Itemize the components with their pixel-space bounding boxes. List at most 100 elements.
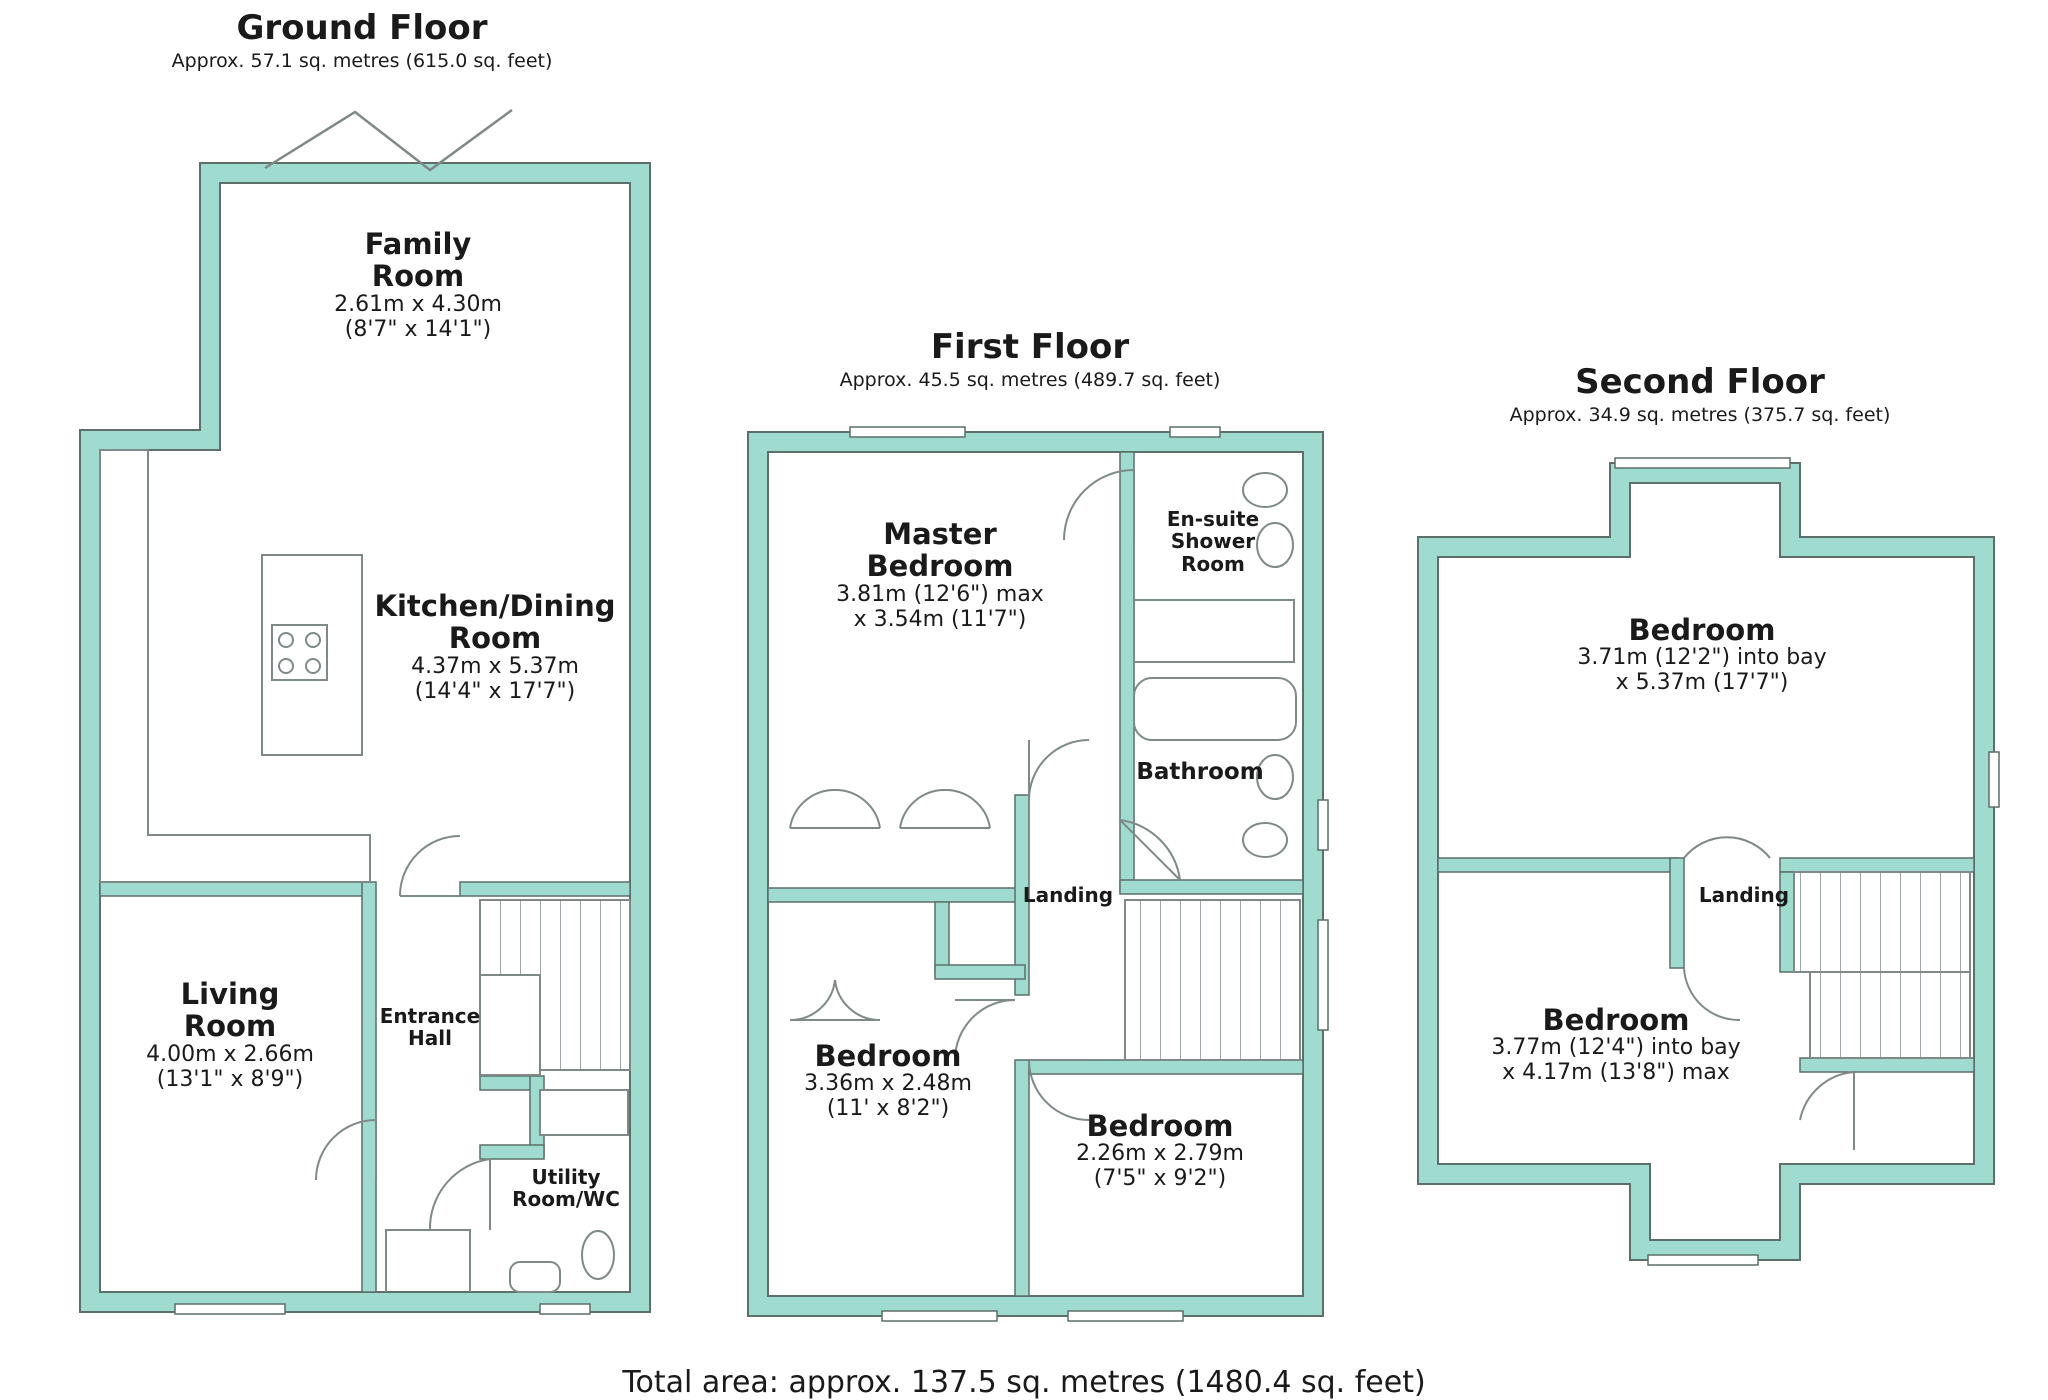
room-dimensions: 3.81m (12'6") max — [836, 581, 1044, 607]
ff-wc-icon — [1242, 472, 1288, 508]
ff-basin-icon — [1256, 522, 1294, 568]
second-floor-area: Approx. 34.9 sq. metres (375.7 sq. feet) — [1509, 404, 1891, 426]
bathroom-basin-icon — [1256, 754, 1294, 800]
room-dimensions: (13'1" x 8'9") — [156, 1066, 304, 1092]
sf-wall-landing — [1669, 857, 1685, 969]
room-name: Hall — [408, 1026, 452, 1051]
room-label-master-bedroom: Master Bedroom 3.81m (12'6") max x 3.54m… — [760, 518, 1120, 632]
ff-door-bedroom-2 — [1028, 1059, 1090, 1121]
room-name: Family — [364, 227, 472, 261]
room-name: Room — [448, 621, 542, 656]
room-label-entrance-hall: Entrance Hall — [250, 1005, 610, 1050]
hob-icon — [271, 624, 328, 681]
ff-wall-bath-landing — [1119, 879, 1304, 895]
gf-door-living-hall — [315, 1119, 377, 1181]
ff-door-bathroom — [1119, 819, 1181, 881]
ff-window-bedroom-2 — [1067, 1310, 1184, 1322]
bathroom-wc-icon — [1242, 822, 1288, 858]
first-floor-plan — [747, 426, 1329, 1322]
room-name: Bedroom — [814, 1039, 962, 1073]
ff-staircase — [1124, 899, 1301, 1061]
ground-floor-title: Ground Floor — [236, 8, 488, 48]
gf-wall-utility-3 — [479, 1144, 545, 1160]
second-floor-title: Second Floor — [1575, 362, 1825, 402]
bath-icon — [1133, 677, 1297, 741]
room-dimensions: 3.71m (12'2") into bay — [1577, 645, 1827, 671]
room-label-family-room: Family Room 2.61m x 4.30m (8'7" x 14'1") — [238, 228, 598, 342]
ff-wall-landing — [1014, 794, 1030, 996]
room-dimensions: x 4.17m (13'8") max — [1502, 1060, 1730, 1086]
ff-window-bedroom-1 — [881, 1310, 998, 1322]
room-label-kitchen-dining: Kitchen/Dining Room 4.37m x 5.37m (14'4"… — [315, 590, 675, 704]
ff-window-ensuite — [1169, 426, 1221, 438]
room-name: Bedroom — [1086, 1109, 1234, 1143]
gf-staircase-lower — [479, 974, 541, 1076]
ff-door-bedroom-1 — [954, 999, 1016, 1061]
gf-worktop-utility — [539, 1089, 629, 1136]
room-name: Shower — [1170, 529, 1256, 554]
room-name: Room/WC — [512, 1187, 620, 1212]
ff-wall-cupboard-2 — [934, 964, 1026, 980]
ground-floor-area: Approx. 57.1 sq. metres (615.0 sq. feet) — [171, 50, 553, 72]
room-label-living-room: Living Room 4.00m x 2.66m (13'1" x 8'9") — [50, 978, 410, 1092]
room-label-second-floor-bedroom-1: Bedroom 3.71m (12'2") into bay x 5.37m (… — [1522, 614, 1882, 696]
ff-window-master — [849, 426, 966, 438]
sf-staircase-lower — [1809, 971, 1971, 1059]
room-name: Kitchen/Dining — [374, 589, 616, 623]
ground-floor-walls — [79, 162, 651, 1313]
room-label-first-floor-landing: Landing — [888, 883, 1248, 907]
ground-floor-plan — [79, 108, 651, 1315]
total-area: Total area: approx. 137.5 sq. metres (14… — [622, 1365, 1426, 1400]
sf-window-bottom — [1647, 1254, 1759, 1266]
room-dimensions: 4.00m x 2.66m — [146, 1041, 314, 1067]
ff-wardrobes — [789, 788, 991, 1022]
ff-door-master — [1028, 739, 1090, 801]
ff-wall-bedroom-divide — [1014, 1059, 1030, 1297]
room-name: Bedroom — [1542, 1003, 1690, 1037]
gf-front-door — [385, 1229, 471, 1292]
room-dimensions: 4.37m x 5.37m — [411, 653, 579, 679]
room-name: Room — [1181, 551, 1245, 576]
room-dimensions: (7'5" x 9'2") — [1093, 1166, 1227, 1192]
room-name: Bathroom — [1136, 759, 1264, 785]
room-dimensions: 3.77m (12'4") into bay — [1491, 1035, 1741, 1061]
gf-door-kitchen-hall — [399, 835, 461, 897]
ff-wall-stairs-bottom — [1028, 1059, 1304, 1075]
basin-icon — [509, 1261, 561, 1293]
room-name: Landing — [1022, 883, 1114, 907]
room-dimensions: x 5.37m (17'7") — [1615, 670, 1789, 696]
room-label-first-floor-bedroom-1: Bedroom 3.36m x 2.48m (11' x 8'2") — [708, 1040, 1068, 1122]
gf-door-utility — [428, 1158, 491, 1231]
sf-staircase — [1793, 871, 1971, 973]
first-floor-title: First Floor — [930, 327, 1130, 367]
ff-window-bathroom — [1317, 799, 1329, 851]
room-label-second-floor-landing: Landing — [1564, 884, 1924, 907]
sf-door-cupboard — [1799, 1071, 1855, 1150]
room-dimensions: 3.36m x 2.48m — [804, 1071, 972, 1097]
room-label-bathroom: Bathroom — [1020, 759, 1380, 786]
room-name: Bedroom — [866, 549, 1014, 584]
room-name: Room — [183, 1009, 277, 1044]
room-name: En-suite — [1166, 507, 1260, 531]
room-dimensions: (8'7" x 14'1") — [344, 316, 492, 342]
room-name: Master — [883, 517, 997, 551]
room-label-second-floor-bedroom-2: Bedroom 3.77m (12'4") into bay x 4.17m (… — [1436, 1004, 1796, 1086]
kitchen-island — [261, 554, 363, 756]
room-name: Room — [371, 259, 465, 294]
bifold-door-icon — [264, 108, 513, 172]
sf-window-top — [1614, 457, 1791, 469]
second-floor-plan — [1417, 457, 2000, 1266]
room-dimensions: (14'4" x 17'7") — [414, 678, 576, 704]
sf-wall-bedrooms — [1437, 857, 1679, 873]
room-dimensions: x 3.54m (11'7") — [853, 606, 1027, 632]
second-floor-walls — [1417, 462, 1995, 1261]
room-name: Bedroom — [1628, 613, 1776, 647]
shower-tray-icon — [1133, 599, 1295, 663]
room-name: Entrance — [379, 1004, 481, 1028]
room-dimensions: 2.61m x 4.30m — [334, 291, 502, 317]
room-name: Living — [180, 977, 280, 1011]
ff-door-ensuite — [1063, 469, 1135, 541]
sf-door-bedroom-2 — [1683, 967, 1741, 1022]
gf-wall-kitchen-living — [99, 881, 371, 897]
